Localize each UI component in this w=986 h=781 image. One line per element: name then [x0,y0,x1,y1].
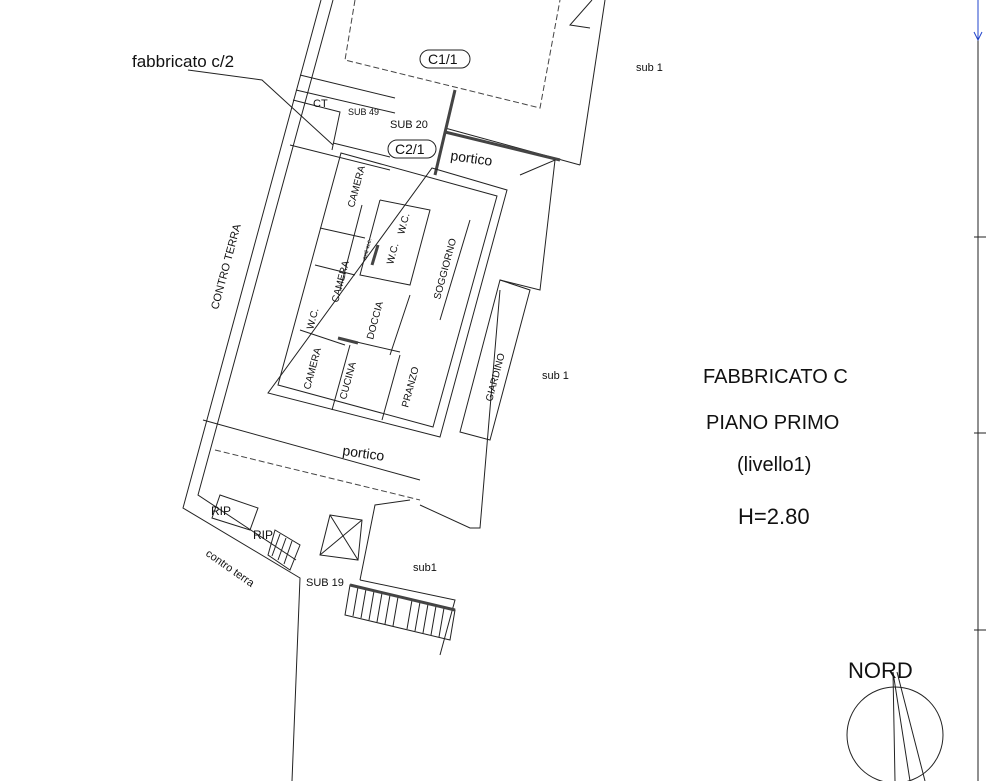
title-height: H=2.80 [738,504,810,529]
label-contro-terra-upper: CONTRO TERRA [209,222,243,311]
label-sub49: SUB 49 [348,107,379,117]
title-floor: PIANO PRIMO [706,412,839,434]
building-walls [267,142,508,438]
label-rip-2: RIP [253,528,273,542]
label-sub1-bottom: sub1 [413,562,437,574]
callout-leader [187,69,334,146]
room-wc-2: W.C. [385,242,401,266]
label-sub20: SUB 20 [390,119,428,131]
room-camera-3: CAMERA [302,346,324,390]
room-doccia: DOCCIA [365,300,386,341]
north-label: NORD [848,658,913,683]
label-portico-top: portico [450,147,494,169]
stairs [211,494,456,641]
label-contro-terra-lower: contro terra [203,548,257,591]
label-portico-bottom: portico [342,442,386,464]
title-level: (livello1) [737,454,811,476]
label-giardino: GIARDINO [484,352,507,403]
room-wc-3: W.C. [305,307,321,331]
callout-label: fabbricato c/2 [132,52,234,71]
room-cucina: CUCINA [338,361,359,401]
room-camera-1: CAMERA [346,164,368,208]
room-wc-1: W.C. [396,212,412,236]
room-pranzo: PRANZO [400,365,421,408]
site-boundary [182,0,606,781]
label-ct: CT [313,98,328,110]
label-sub1-mid: sub 1 [542,370,569,382]
label-sub19: SUB 19 [306,577,344,589]
tag-c2-outline [387,139,437,159]
drawing-frame [973,0,986,781]
north-arrow-icon [846,671,944,781]
room-anti-wc: anti w.c. [362,238,373,261]
tag-c1-outline [419,49,471,69]
title-building: FABBRICATO C [703,366,848,388]
label-sub1-top: sub 1 [636,62,663,74]
tag-c2: C2/1 [395,141,425,157]
label-rip-1: RIP [211,504,231,518]
tag-c1: C1/1 [428,51,458,67]
